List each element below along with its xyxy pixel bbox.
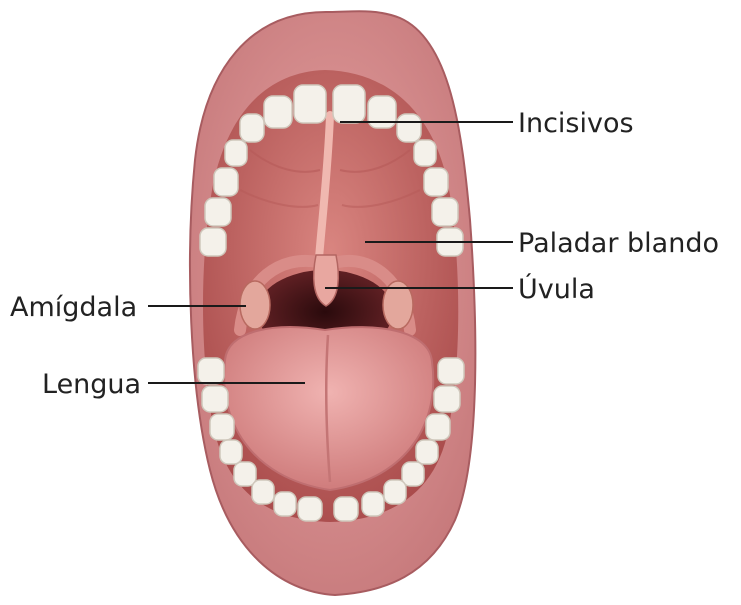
label-lengua: Lengua	[42, 369, 141, 400]
label-uvula: Úvula	[518, 273, 595, 305]
label-amigdala: Amígdala	[10, 292, 137, 323]
label-incisivos: Incisivos	[518, 108, 634, 139]
label-paladar-blando: Paladar blando	[518, 228, 719, 259]
